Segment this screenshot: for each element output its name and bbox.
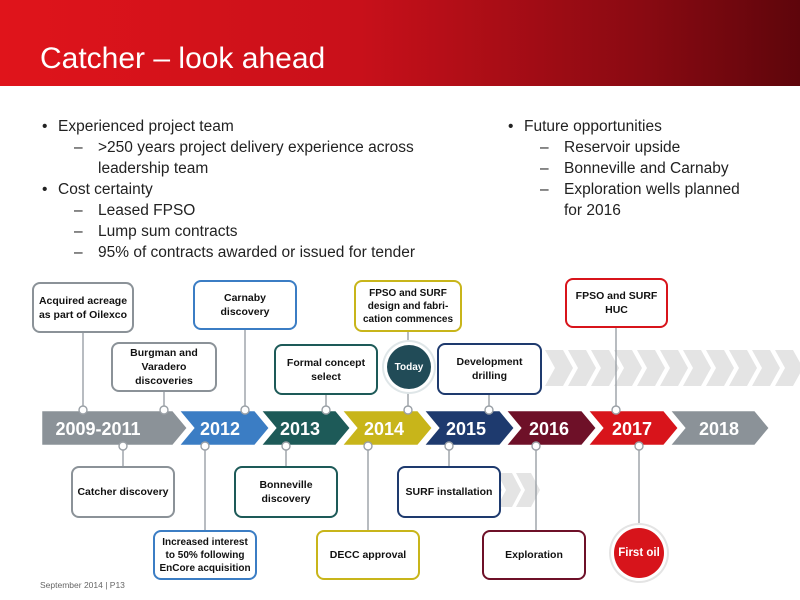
- sub-bullet-bonneville-carnaby: –Bonneville and Carnaby: [540, 160, 729, 177]
- sub-bullet-contracts-awarded: –95% of contracts awarded or issued for …: [74, 244, 416, 261]
- year-segment-2009-2011: [39, 408, 190, 448]
- sub-bullet-exploration-wells-cont: for 2016: [564, 202, 621, 219]
- event-catcher-discovery: Catcher discovery: [71, 466, 175, 518]
- page-title: Catcher – look ahead: [40, 42, 326, 75]
- year-label-2012: 2012: [200, 419, 240, 439]
- year-segment-2017: [584, 408, 681, 448]
- milestone-dots: [78, 405, 644, 451]
- year-segment-2016: [502, 408, 599, 448]
- event-carnaby-discovery: Carnaby discovery: [193, 280, 297, 330]
- year-segment-2018: [666, 408, 772, 448]
- footer-date-page: September 2014 | P13: [40, 580, 125, 590]
- year-segments: [39, 408, 772, 448]
- sub-bullet-delivery-experience: –>250 years project delivery experience …: [74, 139, 414, 156]
- year-label-2015: 2015: [446, 419, 486, 439]
- event-increased-interest: Increased interest to 50% following EnCo…: [153, 530, 257, 580]
- year-segment-2015: [420, 408, 517, 448]
- sub-bullet-lump-sum: –Lump sum contracts: [74, 223, 238, 240]
- year-labels: 2009-2011 2012 2013 2014 2015 2016 2017 …: [55, 419, 739, 439]
- sub-bullet-leased-fpso: –Leased FPSO: [74, 202, 196, 219]
- today-marker: Today: [387, 345, 431, 389]
- bullet-future-opportunities: •Future opportunities: [508, 118, 662, 135]
- event-fpso-surf-design: FPSO and SURF design and fabri-cation co…: [354, 280, 462, 332]
- event-burgman-varadero: Burgman and Varadero discoveries: [111, 342, 217, 392]
- bullet-experienced-team: •Experienced project team: [42, 118, 234, 135]
- year-label-2018: 2018: [699, 419, 739, 439]
- year-segment-2012: [175, 408, 272, 448]
- year-label-2013: 2013: [280, 419, 320, 439]
- year-label-2016: 2016: [529, 419, 569, 439]
- faded-chevrons-upper: [545, 350, 800, 386]
- year-label-2009-2011: 2009-2011: [55, 419, 140, 439]
- year-label-2017: 2017: [612, 419, 652, 439]
- event-surf-installation: SURF installation: [397, 466, 501, 518]
- bullet-cost-certainty: •Cost certainty: [42, 181, 153, 198]
- event-exploration: Exploration: [482, 530, 586, 580]
- event-formal-concept: Formal concept select: [274, 344, 378, 395]
- sub-bullet-exploration-wells: –Exploration wells planned: [540, 181, 740, 198]
- year-segment-2014: [338, 408, 435, 448]
- year-label-2014: 2014: [364, 419, 404, 439]
- first-oil-marker: First oil: [614, 528, 664, 578]
- event-fpso-surf-huc: FPSO and SURF HUC: [565, 278, 668, 328]
- event-development-drilling: Development drilling: [437, 343, 542, 395]
- event-decc-approval: DECC approval: [316, 530, 420, 580]
- event-bonneville-discovery: Bonneville discovery: [234, 466, 338, 518]
- sub-bullet-delivery-experience-cont: leadership team: [98, 160, 209, 177]
- connector-lines: [82, 328, 640, 530]
- title-banner: Catcher – look ahead: [0, 0, 800, 86]
- year-segment-2013: [257, 408, 353, 448]
- event-acquired-acreage: Acquired acreage as part of Oilexco: [32, 282, 134, 333]
- sub-bullet-reservoir-upside: –Reservoir upside: [540, 139, 681, 156]
